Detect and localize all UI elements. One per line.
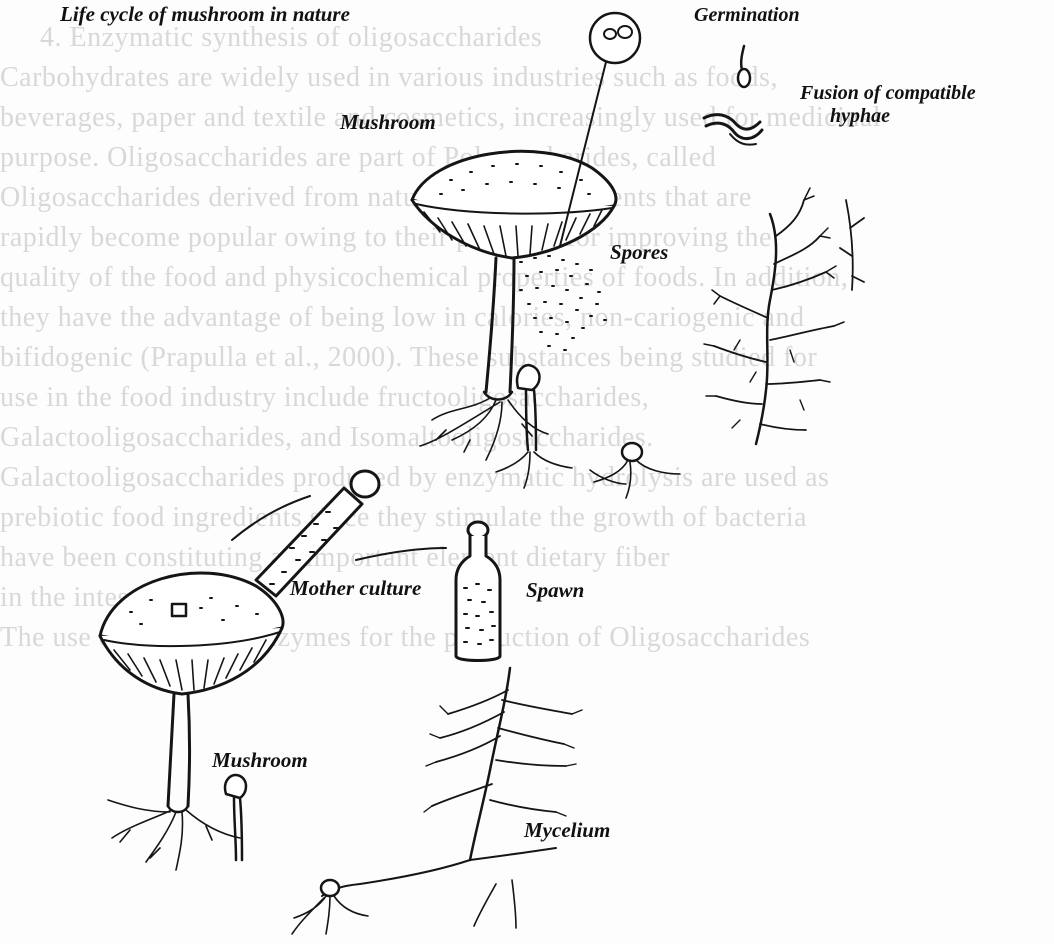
label-fusion-line-2: hyphae (830, 105, 976, 128)
fusing-hyphae-illustration (704, 115, 762, 145)
mushroom-bottom-illustration (100, 573, 283, 870)
diagram-title: Life cycle of mushroom in nature (60, 2, 350, 27)
label-mushroom-bottom: Mushroom (212, 748, 308, 773)
label-germination: Germination (694, 4, 800, 27)
right-mycelium-illustration (704, 188, 864, 444)
young-mushroom-illustration (496, 365, 680, 498)
mushroom-top-illustration (412, 151, 616, 460)
label-spores: Spores (610, 240, 668, 265)
label-fusion-line-1: Fusion of compatible (800, 82, 976, 105)
germinating-spore-illustration (738, 46, 750, 87)
label-mushroom-top: Mushroom (340, 110, 436, 135)
label-mother-culture: Mother culture (290, 576, 421, 601)
label-spawn: Spawn (526, 578, 584, 603)
label-mycelium: Mycelium (524, 818, 610, 843)
bottom-mycelium-illustration (292, 668, 582, 934)
label-fusion-of-compatible-hyphae: Fusion of compatible hyphae (800, 82, 976, 128)
